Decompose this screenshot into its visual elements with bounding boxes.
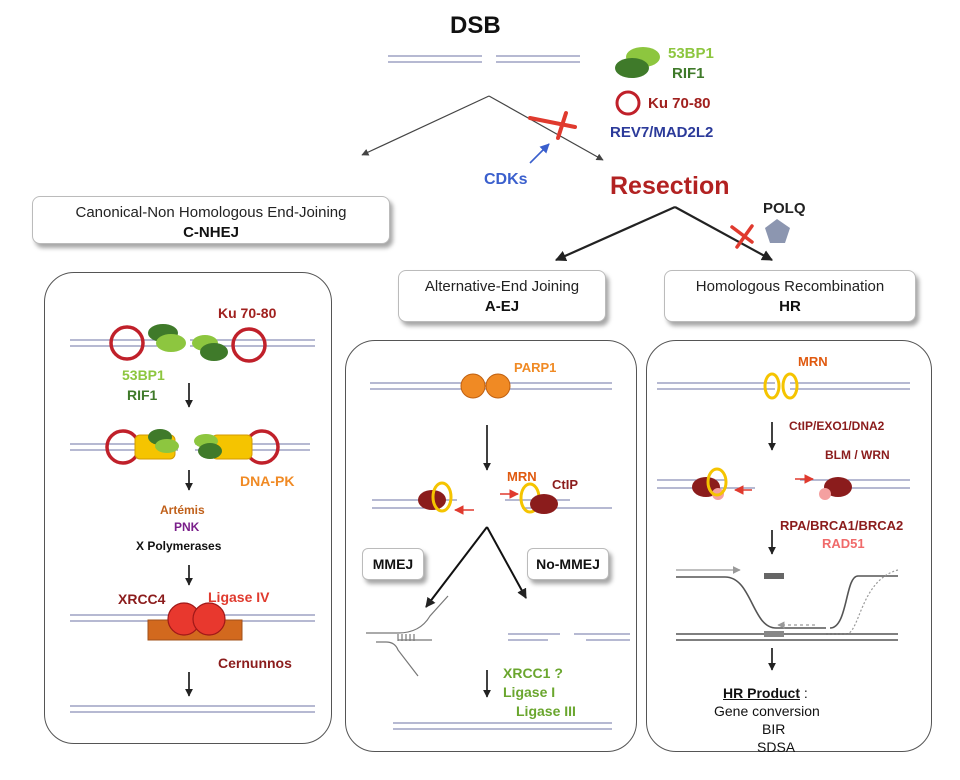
nhej-cernunnos: Cernunnos <box>218 655 292 671</box>
aej-parp1: PARP1 <box>514 360 557 375</box>
top-branch-arrows <box>361 95 604 161</box>
nhej-abbrev: C-NHEJ <box>183 224 239 241</box>
polq-icon <box>765 219 790 243</box>
aej-dna-2 <box>372 499 612 509</box>
legend-ku: Ku 70-80 <box>648 95 711 112</box>
nhej-dnapk: DNA-PK <box>240 473 295 489</box>
nhej-pnk: PNK <box>174 520 200 534</box>
hr-product-heading: HR Product : <box>723 686 808 700</box>
cdks-label: CDKs <box>484 171 528 188</box>
nhej-53bp1: 53BP1 <box>122 367 165 383</box>
nhej-artemis: Artémis <box>160 503 205 517</box>
mmej-dna <box>366 595 449 677</box>
nhej-rif1: RIF1 <box>127 387 158 403</box>
nommej-tag: No-MMEJ <box>527 548 609 580</box>
nommej-dna <box>508 633 630 641</box>
aej-mrn: MRN <box>507 469 537 484</box>
cdks-arrow <box>529 143 550 164</box>
aej-xrcc1: XRCC1 ? <box>503 665 563 681</box>
hr-blm: BLM / WRN <box>825 448 890 462</box>
nhej-dna-4 <box>70 705 315 713</box>
aej-ligase3: Ligase III <box>516 703 576 719</box>
hr-dna-1 <box>657 382 910 390</box>
nhej-xpol: X Polymerases <box>136 539 222 553</box>
nhej-ku: Ku 70-80 <box>218 305 277 321</box>
aej-abbrev: A-EJ <box>484 298 520 315</box>
nhej-ligase4: Ligase IV <box>208 589 270 605</box>
rev7-inhibition <box>528 111 577 140</box>
nhej-panel <box>44 272 332 744</box>
diagram-title: DSB <box>450 12 501 39</box>
aej-ctip: CtIP <box>552 477 578 492</box>
legend-53bp1: 53BP1 <box>668 45 714 62</box>
hr-rad51: RAD51 <box>822 536 865 551</box>
hr-abbrev: HR <box>779 298 801 315</box>
hr-product-sdsa: SDSA <box>757 739 796 755</box>
nhej-xrcc4: XRCC4 <box>118 591 166 607</box>
hr-ctip: CtIP/EXO1/DNA2 <box>789 419 885 433</box>
polq-inhibition <box>730 224 754 249</box>
resection-label: Resection <box>610 172 730 200</box>
hr-panel <box>646 340 932 752</box>
nhej-title-tag: Canonical-Non Homologous End-Joining C-N… <box>32 196 390 244</box>
aej-ligase1: Ligase I <box>503 684 556 700</box>
legend-ku-icon <box>615 90 641 116</box>
hr-product-bir: BIR <box>762 721 786 737</box>
polq-label: POLQ <box>763 200 806 217</box>
mmej-tag: MMEJ <box>362 548 424 580</box>
legend-rif1-icon <box>615 58 649 78</box>
nhej-title: Canonical-Non Homologous End-Joining <box>75 204 347 221</box>
hr-product-gene-conversion: Gene conversion <box>714 703 820 719</box>
hr-title: Homologous Recombination <box>695 278 885 295</box>
legend-rev7: REV7/MAD2L2 <box>610 124 714 141</box>
aej-dna-3 <box>393 722 612 730</box>
aej-title-tag: Alternative-End Joining A-EJ <box>398 270 606 322</box>
aej-branch-arrows <box>425 526 527 608</box>
aej-title: Alternative-End Joining <box>424 278 580 295</box>
hr-mrn: MRN <box>798 354 828 369</box>
hr-product-colon: : <box>800 685 808 701</box>
hr-rpa: RPA/BRCA1/BRCA2 <box>780 518 904 533</box>
dsb-dna <box>388 55 580 63</box>
resection-branch-arrows <box>554 205 773 262</box>
aej-panel <box>345 340 637 752</box>
legend-rif1: RIF1 <box>672 65 705 82</box>
hr-dloop <box>676 566 899 641</box>
hr-product-label: HR Product <box>723 685 800 701</box>
hr-title-tag: Homologous Recombination HR <box>664 270 916 322</box>
